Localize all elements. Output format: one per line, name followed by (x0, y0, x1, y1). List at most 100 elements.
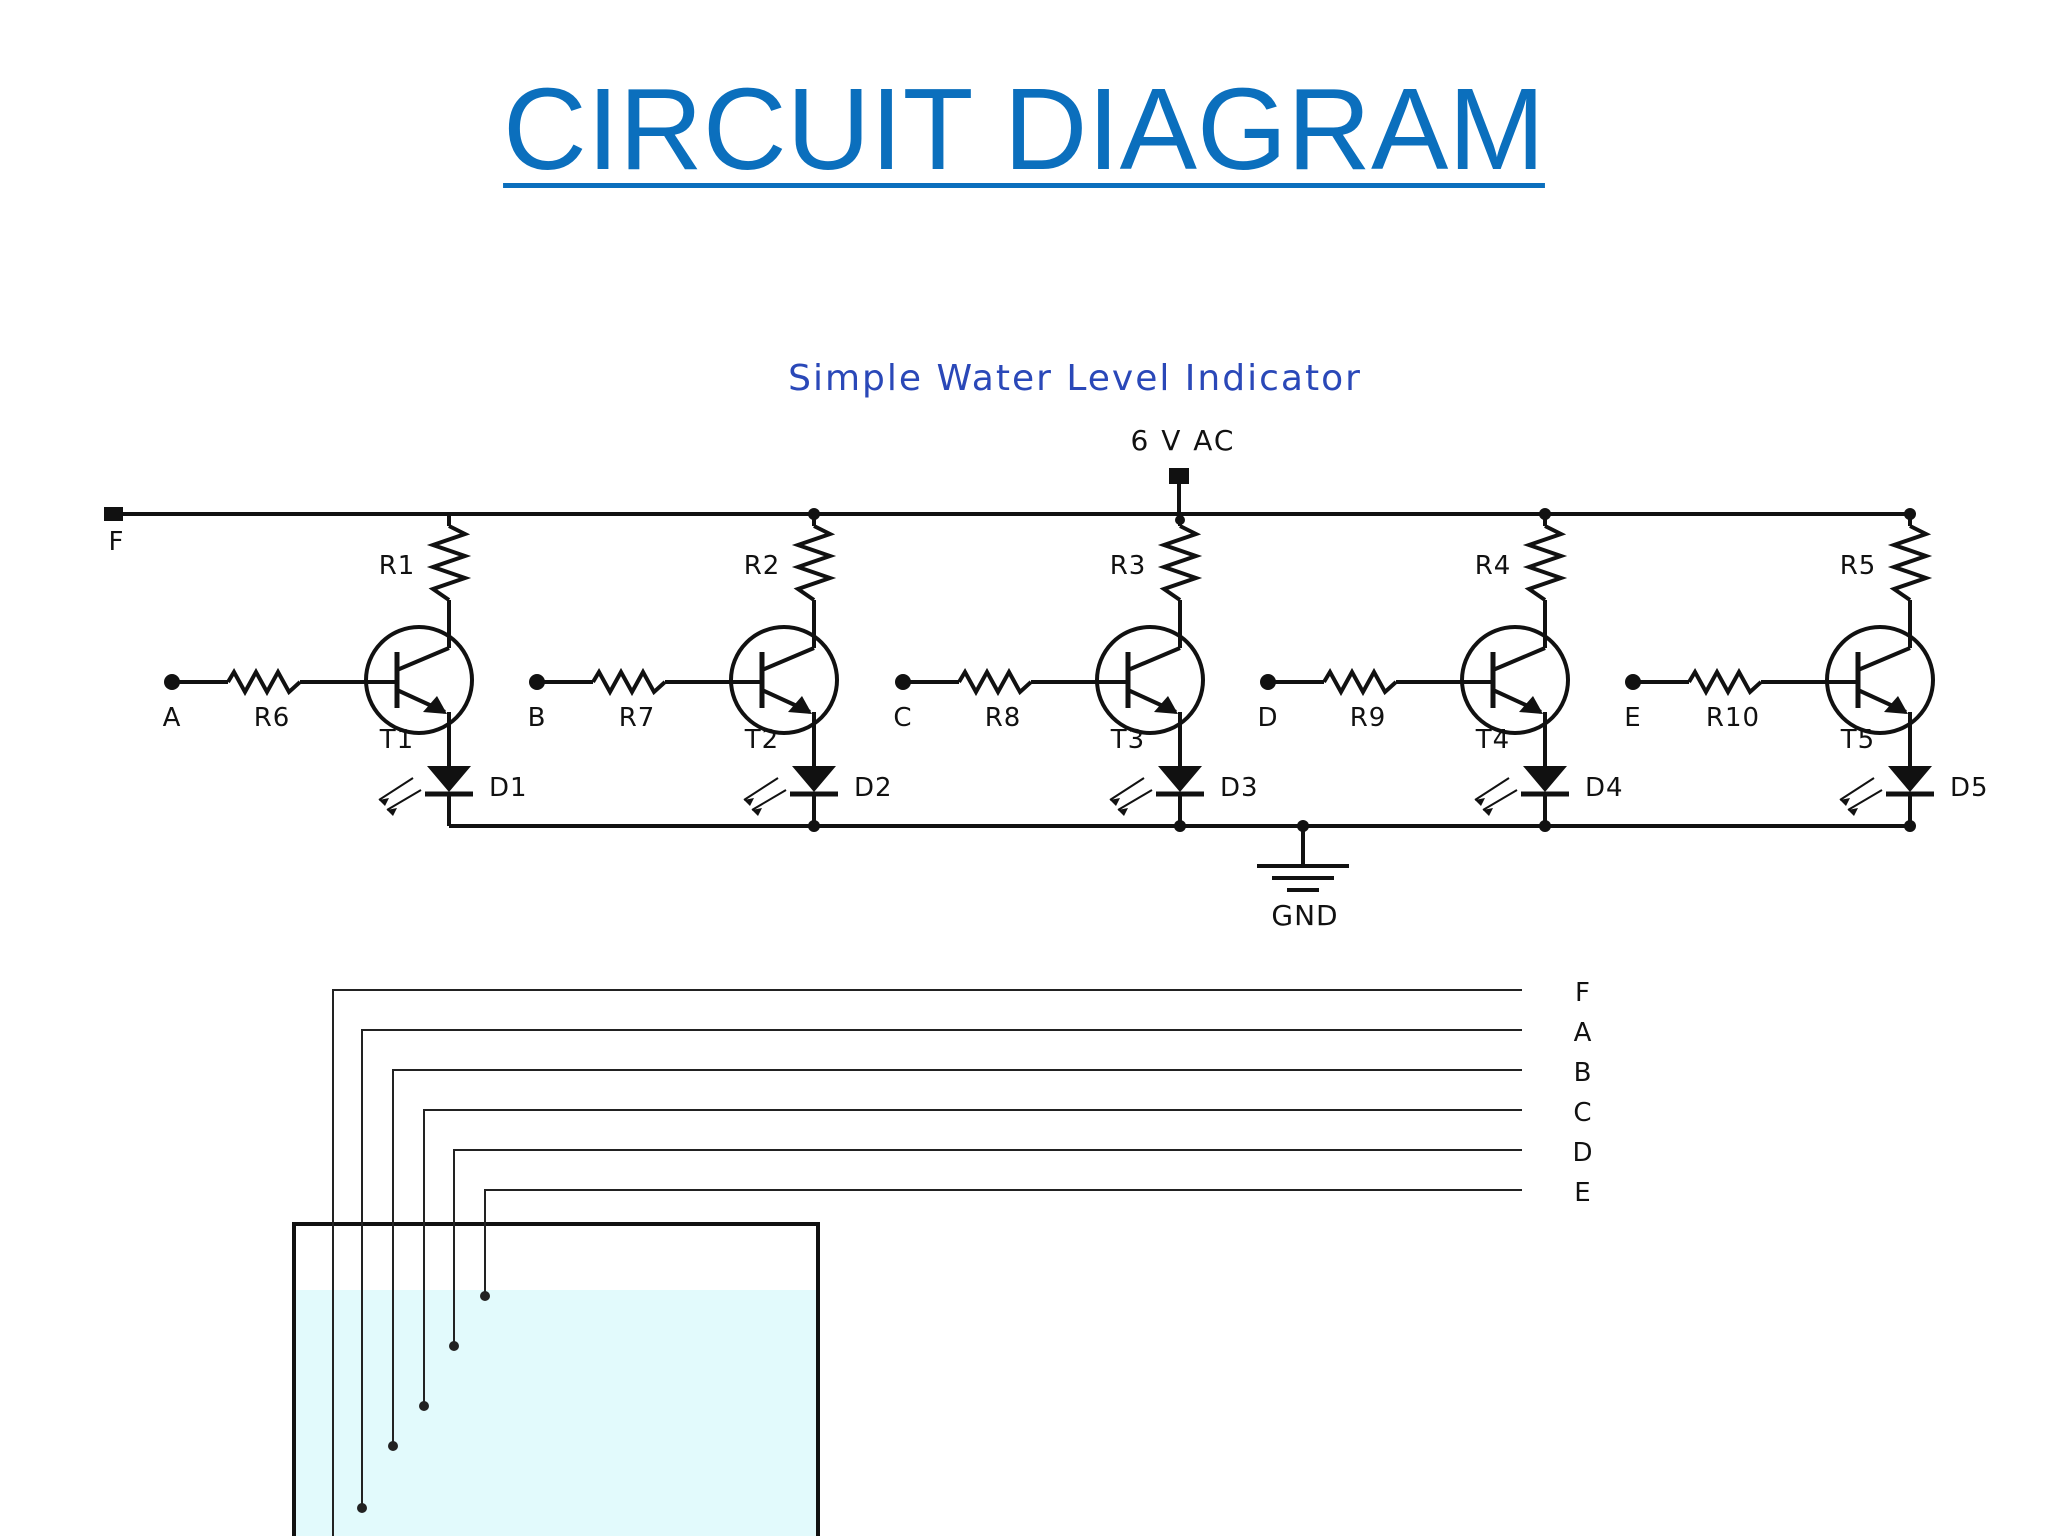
led-emission-arrow (387, 808, 397, 816)
led-label: D1 (489, 773, 528, 803)
collector-resistor-label: R5 (1840, 551, 1877, 581)
probe-label: E (1574, 1178, 1591, 1208)
probe-d: D (449, 1138, 1593, 1351)
input-label: A (163, 703, 182, 733)
diagram-title: Simple Water Level Indicator (788, 358, 1362, 399)
collector-resistor-label: R4 (1475, 551, 1512, 581)
input-label: D (1257, 703, 1278, 733)
led-emission-arrow (744, 798, 754, 806)
slide-title: CIRCUIT DIAGRAM (503, 64, 1545, 194)
collector-resistor (1157, 524, 1203, 602)
led-emission-arrow (1840, 798, 1850, 806)
base-resistor-label: R6 (254, 703, 291, 733)
led-emission (378, 777, 414, 801)
emitter-arrow (1154, 696, 1178, 714)
probe-c: C (419, 1098, 1592, 1411)
base-resistor-label: R10 (1706, 703, 1760, 733)
probe-label: C (1573, 1098, 1592, 1128)
led-label: D4 (1585, 773, 1624, 803)
probe-wire (423, 1109, 1522, 1406)
supply-terminal-label: F (109, 527, 124, 557)
led-emission (1117, 789, 1153, 811)
probe-wire (361, 1029, 1522, 1508)
base-resistor (226, 667, 302, 697)
probe-b: B (388, 1058, 1593, 1451)
emitter-arrow (423, 696, 447, 714)
led-emission (743, 777, 779, 801)
rail-junction (1539, 508, 1551, 520)
transistor-collector (396, 646, 450, 672)
led-emission-arrow (379, 798, 389, 806)
led-emission-arrow (1848, 808, 1858, 816)
collector-resistor-label: R2 (744, 551, 781, 581)
supply-label: 6 V AC (1131, 424, 1236, 457)
supply-terminal (1169, 468, 1189, 484)
led-label: D2 (854, 773, 893, 803)
led-emission (1482, 789, 1518, 811)
probe-label: F (1575, 978, 1591, 1008)
input-label: E (1624, 703, 1641, 733)
probe-tip (480, 1291, 490, 1301)
transistor-collector (1492, 646, 1546, 672)
collector-resistor-label: R1 (379, 551, 416, 581)
led-emission (1847, 789, 1883, 811)
led-emission-arrow (1483, 808, 1493, 816)
collector-resistor (426, 524, 472, 602)
probe-tip (357, 1503, 367, 1513)
rail-junction (808, 508, 820, 520)
probe-wire (484, 1189, 1522, 1296)
base-resistor (1687, 667, 1763, 697)
base-resistor (1322, 667, 1398, 697)
probe-label: A (1574, 1018, 1593, 1048)
led-triangle (427, 766, 471, 792)
ground-label: GND (1271, 899, 1338, 932)
transistor-label: T4 (1475, 725, 1510, 755)
probe-label: D (1572, 1138, 1593, 1168)
rail-junction (1175, 515, 1185, 525)
led-emission (1109, 777, 1145, 801)
probe-e: E (480, 1178, 1591, 1301)
ground-junction (1174, 820, 1186, 832)
probe-f: F (332, 978, 1591, 1536)
transistor-collector (1857, 646, 1911, 672)
base-resistor-label: R7 (619, 703, 656, 733)
probe-wire (453, 1149, 1522, 1346)
transistor-label: T2 (744, 725, 779, 755)
led-emission-arrow (1118, 808, 1128, 816)
led-triangle (1888, 766, 1932, 792)
led-triangle (792, 766, 836, 792)
base-resistor-label: R9 (1350, 703, 1387, 733)
base-resistor-label: R8 (985, 703, 1022, 733)
water (296, 1290, 816, 1536)
transistor-collector (1127, 646, 1181, 672)
transistor-collector (761, 646, 815, 672)
led-emission (1474, 777, 1510, 801)
led-emission (1839, 777, 1875, 801)
terminal-f (104, 507, 123, 521)
collector-resistor (1522, 524, 1568, 602)
emitter-arrow (1519, 696, 1543, 714)
transistor-label: T5 (1840, 725, 1875, 755)
ground-junction (1539, 820, 1551, 832)
led-triangle (1523, 766, 1567, 792)
probe-tip (449, 1341, 459, 1351)
probe-wire (392, 1069, 1522, 1446)
led-label: D5 (1950, 773, 1989, 803)
probe-tip (388, 1441, 398, 1451)
probe-a: A (357, 1018, 1593, 1513)
collector-resistor (791, 524, 837, 602)
base-resistor (957, 667, 1033, 697)
emitter-arrow (1884, 696, 1908, 714)
probe-label: B (1574, 1058, 1593, 1088)
led-emission-arrow (1475, 798, 1485, 806)
transistor-label: T1 (379, 725, 414, 755)
transistor-label: T3 (1110, 725, 1145, 755)
water-tank (292, 1222, 820, 1536)
tank-outline (292, 1222, 820, 1536)
